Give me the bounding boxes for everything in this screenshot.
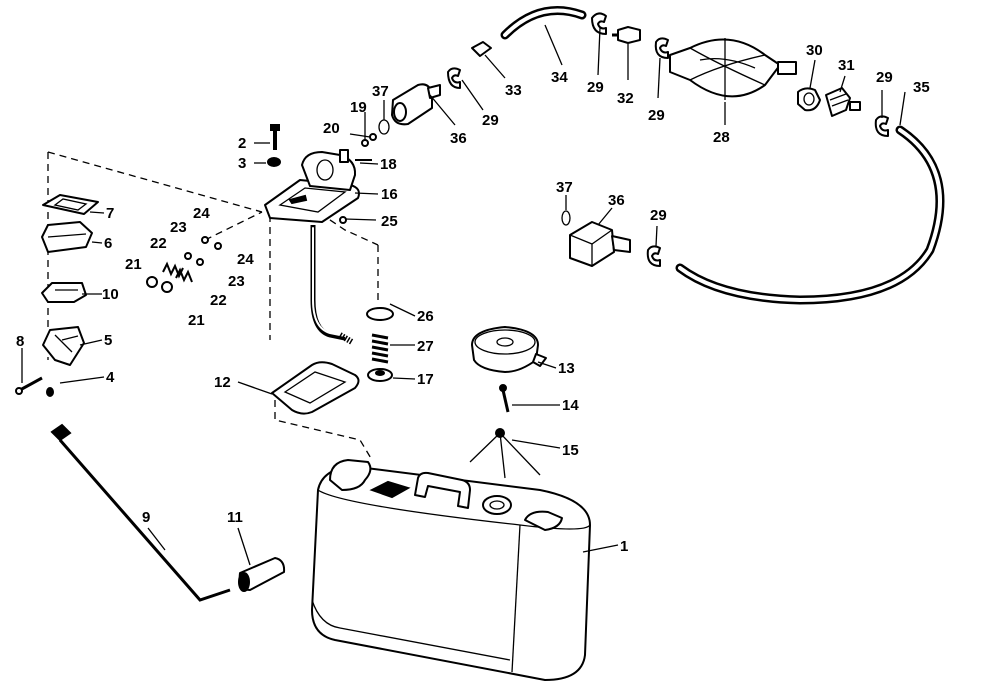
ferrule-33 xyxy=(471,41,492,57)
plate-10 xyxy=(41,282,87,303)
clamp-29-b xyxy=(591,12,607,35)
washer-3 xyxy=(267,157,281,167)
label-5: 5 xyxy=(104,332,112,349)
label-12: 12 xyxy=(214,374,231,391)
label-23-a: 23 xyxy=(170,219,187,236)
leader-lines xyxy=(21,24,906,566)
check-valve-32 xyxy=(612,26,641,44)
disc-26 xyxy=(366,307,394,321)
housing-5 xyxy=(42,326,85,366)
float-arm-9 xyxy=(50,423,231,602)
label-27: 27 xyxy=(417,338,434,355)
part-labels: 1 2 3 4 5 6 7 8 9 10 11 12 13 14 15 16 1… xyxy=(16,42,930,555)
spring-27 xyxy=(371,333,389,364)
label-28: 28 xyxy=(713,129,730,146)
label-22-b: 22 xyxy=(210,292,227,309)
washer-23-b xyxy=(196,258,204,266)
label-26: 26 xyxy=(417,308,434,325)
ball-21-b xyxy=(161,281,173,293)
label-20: 20 xyxy=(323,120,340,137)
cap-screw xyxy=(499,384,510,413)
label-10: 10 xyxy=(102,286,119,303)
screw-8 xyxy=(15,376,43,395)
label-29-c: 29 xyxy=(482,112,499,129)
label-33: 33 xyxy=(505,82,522,99)
label-31: 31 xyxy=(838,57,855,74)
clamp-29-d xyxy=(874,115,889,137)
label-32: 32 xyxy=(617,90,634,107)
label-8: 8 xyxy=(16,333,24,350)
hose-34 xyxy=(500,6,587,40)
gasket xyxy=(271,361,360,415)
clamp-29-a xyxy=(447,67,461,89)
label-36-a: 36 xyxy=(450,130,467,147)
label-21-b: 21 xyxy=(188,312,205,329)
label-35: 35 xyxy=(913,79,930,96)
label-24-b: 24 xyxy=(237,251,254,268)
label-29-b: 29 xyxy=(648,107,665,124)
o-ring-25 xyxy=(339,216,347,224)
label-16: 16 xyxy=(381,186,398,203)
label-18: 18 xyxy=(380,156,397,173)
fuel-connector-top xyxy=(391,83,441,126)
label-23-b: 23 xyxy=(228,273,245,290)
clamp-29-c xyxy=(654,37,669,59)
fuel-tank xyxy=(311,459,591,681)
primer-bulb xyxy=(669,38,797,100)
ball-21-a xyxy=(146,276,158,288)
seat-17 xyxy=(367,368,393,382)
label-1: 1 xyxy=(620,538,628,555)
clamp-29-e xyxy=(646,245,661,267)
label-29-d: 29 xyxy=(876,69,893,86)
cap-retainer xyxy=(469,428,541,479)
gauge-manifold-assembly xyxy=(264,149,372,223)
spring-22-b xyxy=(175,267,193,283)
label-30: 30 xyxy=(806,42,823,59)
label-4: 4 xyxy=(106,369,115,386)
label-17: 17 xyxy=(417,371,434,388)
label-25: 25 xyxy=(381,213,398,230)
label-21-a: 21 xyxy=(125,256,142,273)
pickup-tube xyxy=(310,225,354,345)
hose-35 xyxy=(675,125,945,305)
label-37-a: 37 xyxy=(372,83,389,100)
label-22-a: 22 xyxy=(150,235,167,252)
fuel-cap xyxy=(471,326,547,373)
label-9: 9 xyxy=(142,509,150,526)
label-6: 6 xyxy=(104,235,112,252)
o-ring-24-b xyxy=(214,242,222,250)
o-ring-19 xyxy=(361,139,369,147)
float-11 xyxy=(238,557,286,592)
o-ring-37-right xyxy=(561,210,571,226)
label-15: 15 xyxy=(562,442,579,459)
label-19: 19 xyxy=(350,99,367,116)
label-7: 7 xyxy=(106,205,114,222)
washer-23-a xyxy=(184,252,192,260)
label-14: 14 xyxy=(562,397,579,414)
label-3: 3 xyxy=(238,155,246,172)
o-ring-20 xyxy=(369,133,377,141)
fitting-31 xyxy=(825,87,861,117)
label-37-b: 37 xyxy=(556,179,573,196)
screw-2 xyxy=(270,124,280,150)
fuel-connector-right xyxy=(569,221,631,267)
nut-30 xyxy=(797,87,821,112)
cover-6 xyxy=(41,221,93,253)
label-29-e: 29 xyxy=(650,207,667,224)
label-34: 34 xyxy=(551,69,568,86)
o-ring-24-a xyxy=(201,236,209,244)
label-24-a: 24 xyxy=(193,205,210,222)
seal-7 xyxy=(42,194,99,215)
label-2: 2 xyxy=(238,135,246,152)
label-36-b: 36 xyxy=(608,192,625,209)
label-29-a: 29 xyxy=(587,79,604,96)
spring-22-a xyxy=(162,261,184,279)
label-11: 11 xyxy=(227,509,243,526)
label-13: 13 xyxy=(558,360,575,377)
o-ring-37-top xyxy=(378,119,390,135)
nut-4 xyxy=(46,387,54,397)
